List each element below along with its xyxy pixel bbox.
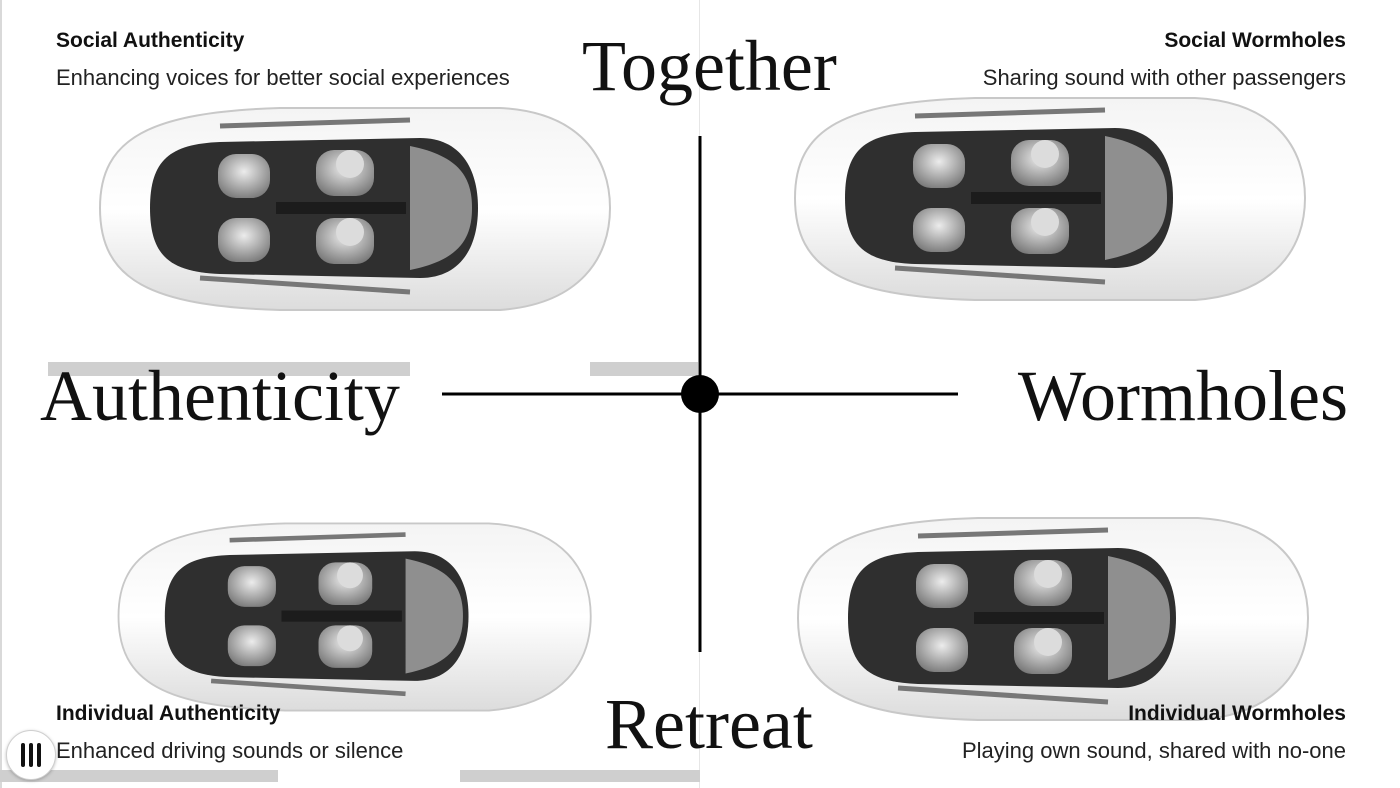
quadrant-desc-social-authenticity: Enhancing voices for better social exper… bbox=[56, 65, 510, 90]
quadrant-desc-social-wormholes: Sharing sound with other passengers bbox=[982, 65, 1346, 90]
axis-label-bottom: Retreat bbox=[605, 684, 813, 764]
decorative-bar bbox=[460, 770, 700, 782]
left-frame-line bbox=[0, 0, 2, 788]
axis-label-left: Authenticity bbox=[40, 356, 400, 436]
decorative-bar bbox=[48, 362, 410, 376]
decorative-bar bbox=[0, 770, 278, 782]
quadrant-title-individual-authenticity: Individual Authenticity bbox=[56, 702, 281, 725]
car-top-view-icon bbox=[98, 107, 612, 311]
axis-label-top: Together bbox=[582, 26, 837, 106]
axis-origin-dot bbox=[681, 375, 719, 413]
menu-button[interactable] bbox=[6, 730, 56, 780]
quadrant-title-social-wormholes: Social Wormholes bbox=[1164, 29, 1346, 52]
car-top-view-icon bbox=[796, 517, 1310, 721]
quadrant-desc-individual-authenticity: Enhanced driving sounds or silence bbox=[56, 738, 404, 763]
decorative-bar bbox=[590, 362, 698, 376]
car-top-view-icon bbox=[793, 97, 1307, 301]
quadrant-title-social-authenticity: Social Authenticity bbox=[56, 29, 245, 52]
menu-icon bbox=[7, 731, 55, 779]
car-top-view-icon bbox=[117, 522, 592, 712]
quadrant-desc-individual-wormholes: Playing own sound, shared with no-one bbox=[961, 738, 1346, 763]
quadrant-title-individual-wormholes: Individual Wormholes bbox=[1128, 702, 1346, 725]
axis-label-right: Wormholes bbox=[1017, 356, 1348, 436]
